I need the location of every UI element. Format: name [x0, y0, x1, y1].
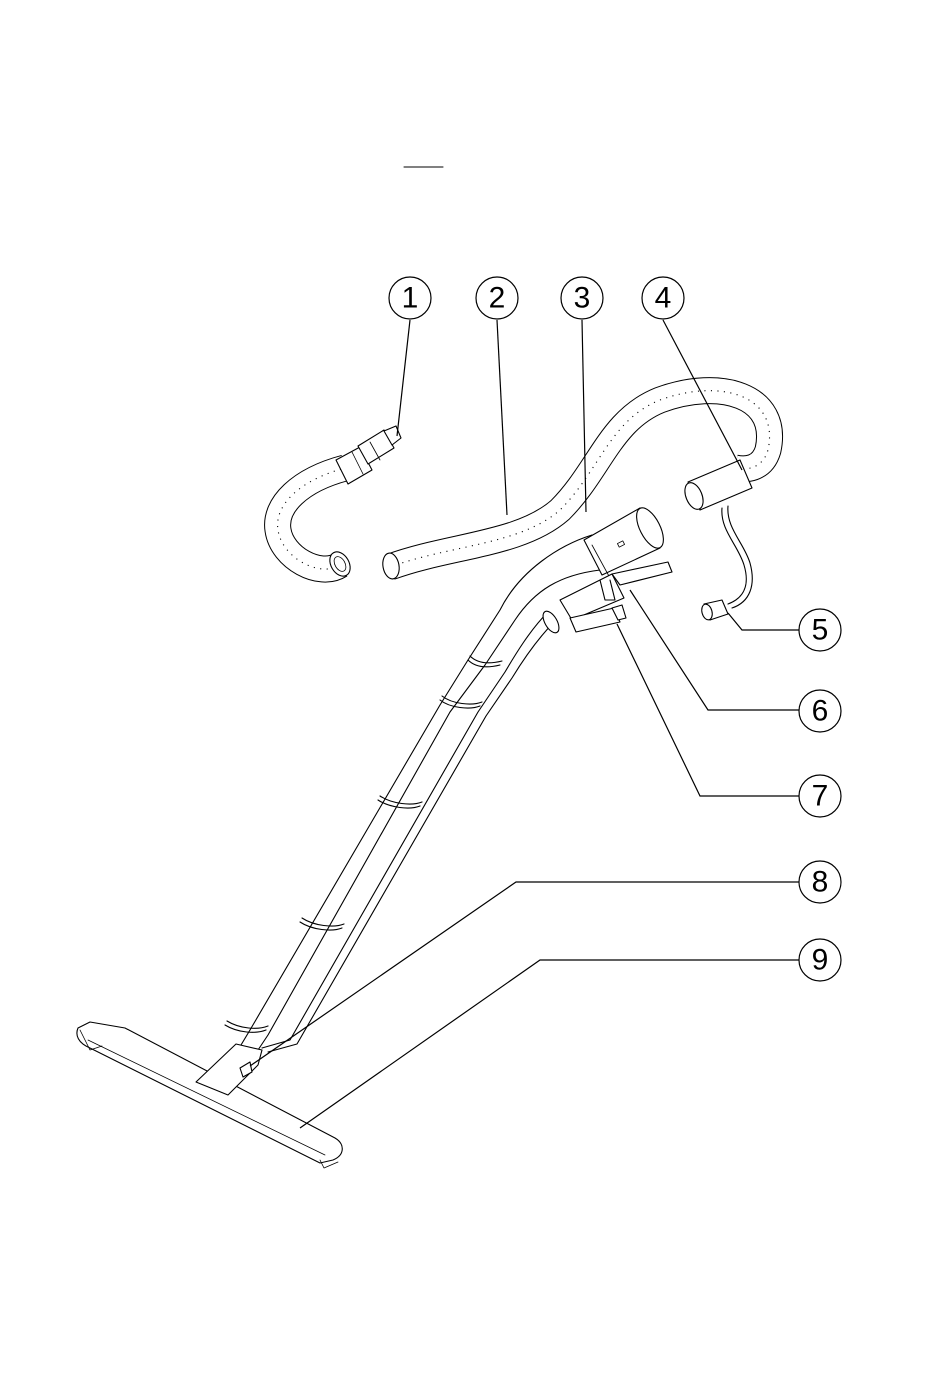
callout-6: 6: [799, 690, 841, 732]
callout-label-6: 6: [812, 695, 829, 728]
hose-cuff-part-4: [681, 460, 752, 608]
callout-3: 3: [561, 277, 603, 319]
leader-lines: [250, 320, 800, 1128]
callout-7: 7: [799, 775, 841, 817]
callout-1: 1: [389, 277, 431, 319]
hose-connector-part-1: [336, 426, 401, 484]
callout-9: 9: [799, 939, 841, 981]
callout-label-4: 4: [655, 282, 672, 315]
callout-label-5: 5: [812, 614, 829, 647]
callout-label-3: 3: [574, 282, 591, 315]
solution-fitting-part-5: [700, 600, 728, 621]
callout-2: 2: [476, 277, 518, 319]
callout-5: 5: [799, 609, 841, 651]
callout-label-7: 7: [812, 780, 829, 813]
wand-tube: [195, 535, 600, 1098]
callout-label-9: 9: [812, 944, 829, 977]
floor-tool-part-9: [77, 1022, 342, 1168]
callout-label-1: 1: [402, 282, 419, 315]
callout-label-2: 2: [489, 282, 506, 315]
callout-4: 4: [642, 277, 684, 319]
callout-label-8: 8: [812, 866, 829, 899]
hose-segment-left: [278, 468, 355, 580]
callout-8: 8: [799, 861, 841, 903]
